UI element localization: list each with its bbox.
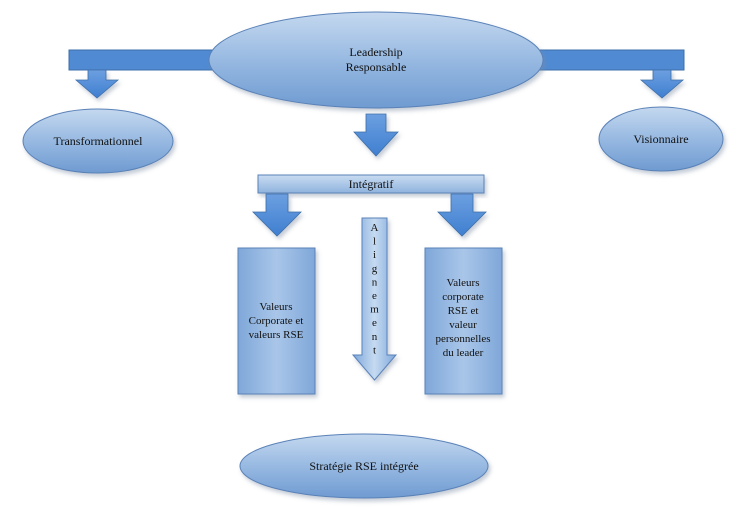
right-box-line4: valeur	[449, 319, 477, 331]
transformationnel-label: Transformationnel	[54, 134, 144, 148]
leadership-responsable-node	[208, 11, 544, 109]
arrow-to-transformationnel-icon	[74, 69, 120, 99]
alignement-letter: e	[372, 290, 377, 302]
alignement-letter: n	[372, 331, 378, 343]
integratif-bar	[257, 174, 485, 194]
alignement-letter: A	[371, 222, 379, 234]
visionnaire-label: Visionnaire	[633, 132, 688, 146]
strategie-rse-label: Stratégie RSE intégrée	[309, 459, 418, 473]
right-box-line6: du leader	[443, 347, 484, 359]
arrow-to-right-box-icon	[437, 193, 487, 237]
integratif-label: Intégratif	[349, 177, 394, 191]
alignement-arrow-icon	[351, 217, 398, 381]
alignement-letter: n	[372, 276, 378, 288]
alignement-letter: t	[373, 344, 376, 356]
right-box-line5: personnelles	[436, 333, 491, 345]
strategie-rse-node	[239, 433, 489, 499]
visionnaire-node	[598, 106, 724, 172]
right-box-line3: RSE et	[448, 305, 479, 317]
left-box-line3: valeurs RSE	[249, 329, 304, 341]
alignement-letter: l	[373, 236, 376, 248]
right-connector-bar	[535, 49, 685, 71]
left-box-line1: Valeurs	[260, 301, 293, 313]
transformationnel-node	[22, 108, 174, 174]
arrow-to-integratif-icon	[353, 113, 399, 157]
arrow-to-visionnaire-icon	[639, 69, 685, 99]
left-connector-bar	[68, 49, 222, 71]
leadership-label-line2: Responsable	[346, 60, 407, 74]
alignement-letter: i	[373, 249, 376, 261]
alignement-letter: m	[370, 304, 379, 316]
valeurs-corporate-box	[237, 247, 316, 395]
arrow-to-left-box-icon	[252, 193, 302, 237]
valeurs-leader-box	[424, 247, 503, 395]
left-box-line2: Corporate et	[249, 315, 304, 327]
leadership-label-line1: Leadership	[349, 45, 402, 59]
right-box-line2: corporate	[442, 291, 484, 303]
alignement-letter: g	[372, 263, 378, 275]
alignement-letter: e	[372, 317, 377, 329]
right-box-line1: Valeurs	[447, 277, 480, 289]
